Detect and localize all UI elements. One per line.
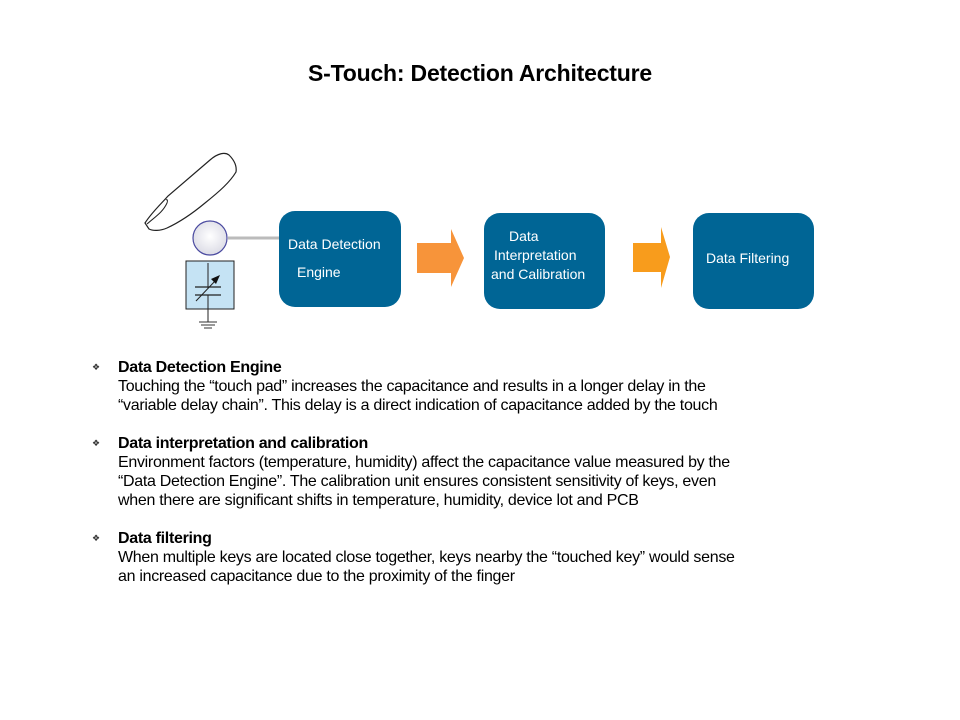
bullet-heading: Data Detection Engine [118,359,282,376]
bullet-item: ❖ Data Detection Engine Touching the “to… [92,358,892,415]
diagram-graphics [144,152,670,329]
bullet-icon: ❖ [92,438,101,448]
arrow-right-icon [417,229,464,287]
bullet-text: “variable delay chain”. This delay is a … [118,397,718,414]
block-data-interpretation-calibration: Data Interpretation and Calibration [484,213,605,309]
block-label: Data Detection [288,236,381,252]
block-label: Interpretation [494,247,577,263]
touch-pad-icon [192,220,228,256]
block-label: Data [509,228,539,244]
bullet-icon: ❖ [92,533,101,543]
block-label: Data Filtering [706,250,790,266]
variable-capacitor-icon [185,260,235,322]
bullet-text: when there are significant shifts in tem… [118,492,639,509]
bullet-item: ❖ Data filtering When multiple keys are … [92,529,892,586]
bullet-item: ❖ Data interpretation and calibration En… [92,434,892,510]
block-label: Engine [297,264,341,280]
bullet-text: Environment factors (temperature, humidi… [118,454,730,471]
block-data-detection-engine: Data Detection Engine [279,211,401,307]
detection-architecture-diagram: Data Detection Engine Data Interpretatio… [0,0,960,340]
block-label: and Calibration [491,266,586,282]
finger-icon [144,152,237,231]
bullet-text: When multiple keys are located close tog… [118,549,735,566]
bullet-heading: Data interpretation and calibration [118,435,368,452]
bullet-heading: Data filtering [118,530,212,547]
bullet-list: ❖ Data Detection Engine Touching the “to… [92,358,892,605]
ground-icon [199,321,217,329]
bullet-text: Touching the “touch pad” increases the c… [118,378,706,395]
bullet-icon: ❖ [92,362,101,372]
bullet-text: “Data Detection Engine”. The calibration… [118,473,716,490]
block-data-filtering: Data Filtering [693,213,814,309]
slide-title: S-Touch: Detection Architecture [308,60,652,86]
bullet-text: an increased capacitance due to the prox… [118,568,515,585]
arrow-right-icon [633,227,670,288]
